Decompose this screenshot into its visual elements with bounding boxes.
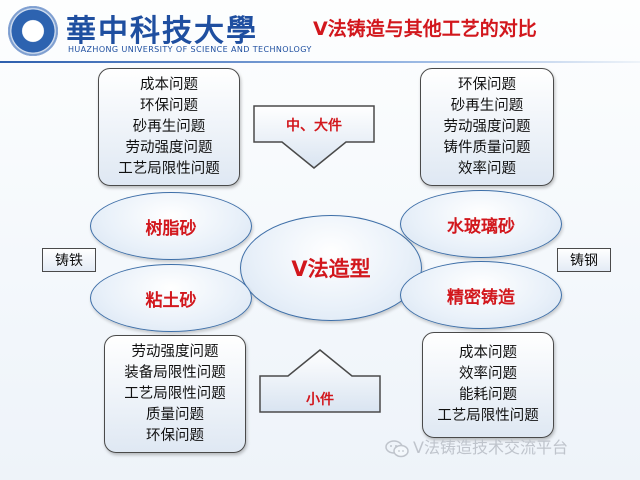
oval-water-glass-sand: 水玻璃砂 (400, 190, 562, 258)
box-item: 砂再生问题 (132, 118, 206, 135)
box-item: 环保问题 (146, 427, 204, 444)
box-item: 砂再生问题 (450, 97, 524, 114)
box-bottom-right: 成本问题 效率问题 能耗问题 工艺局限性问题 (422, 332, 554, 438)
box-item: 工艺局限性问题 (437, 408, 539, 424)
box-item: 效率问题 (458, 160, 516, 177)
box-item: 工艺局限性问题 (124, 385, 226, 402)
university-name: 華中科技大學 (66, 14, 258, 49)
slide-title: V法铸造与其他工艺的对比 (313, 18, 537, 40)
box-item: 工艺局限性问题 (118, 160, 220, 177)
box-top-left: 成本问题 环保问题 砂再生问题 劳动强度问题 工艺局限性问题 (98, 68, 240, 186)
box-item: 装备局限性问题 (124, 364, 226, 381)
box-item: 劳动强度问题 (443, 118, 531, 135)
box-item: 劳动强度问题 (131, 343, 219, 360)
oval-clay-sand: 粘土砂 (90, 264, 252, 332)
box-item: 环保问题 (458, 76, 516, 93)
box-item: 能耗问题 (459, 387, 517, 403)
watermark-text: V法铸造技术交流平台 (413, 438, 568, 457)
tag-cast-iron: 铸铁 (42, 248, 96, 272)
watermark: V法铸造技术交流平台 (385, 434, 568, 458)
university-seal-icon (8, 6, 58, 56)
tag-cast-steel: 铸钢 (557, 248, 611, 272)
arrow-label-bottom: 小件 (306, 392, 334, 408)
box-item: 环保问题 (140, 97, 198, 114)
header-divider (0, 61, 640, 63)
box-item: 效率问题 (459, 366, 517, 382)
box-item: 成本问题 (459, 345, 517, 361)
box-item: 铸件质量问题 (443, 139, 531, 156)
box-top-right: 环保问题 砂再生问题 劳动强度问题 铸件质量问题 效率问题 (420, 68, 554, 186)
box-item: 成本问题 (140, 76, 198, 93)
center-oval: V法造型 (240, 215, 422, 321)
wechat-icon (385, 439, 409, 457)
oval-resin-sand: 树脂砂 (90, 192, 252, 260)
box-item: 劳动强度问题 (125, 139, 213, 156)
box-item: 质量问题 (146, 406, 204, 423)
up-arrow-icon (259, 349, 381, 413)
down-arrow-icon (253, 105, 375, 169)
oval-investment-casting: 精密铸造 (400, 261, 562, 329)
slide-header: 華中科技大學 HUAZHONG UNIVERSITY OF SCIENCE AN… (0, 0, 640, 63)
arrow-label-top: 中、大件 (286, 118, 342, 134)
box-bottom-left: 劳动强度问题 装备局限性问题 工艺局限性问题 质量问题 环保问题 (104, 335, 246, 453)
university-name-en: HUAZHONG UNIVERSITY OF SCIENCE AND TECHN… (68, 45, 312, 54)
